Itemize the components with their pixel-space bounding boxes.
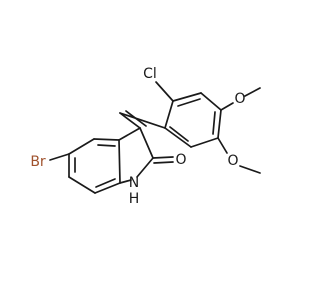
bond [239,165,261,174]
bond [217,137,228,154]
bond [217,109,222,139]
bond [136,157,154,178]
bond [220,102,234,111]
bond [68,176,96,194]
structure-canvas: Br Cl O N H O O [30,66,261,207]
bond [172,92,202,102]
bond-double-inner [97,144,116,147]
bond [93,138,120,141]
bond [119,112,141,129]
carbonyl-oxygen-label: O [175,152,186,168]
methoxy-top [220,87,261,111]
bond [190,137,219,148]
bond-double-inner [169,126,189,142]
bond [200,92,222,111]
methoxy-bottom [217,137,261,174]
exocyclic-alkene [119,110,166,129]
bond [119,112,166,129]
bond [119,179,132,184]
nitrogen-label: N [129,175,139,191]
bond [164,100,174,129]
bond [155,81,174,102]
lactam-ring [118,127,174,184]
bond [118,127,141,141]
nitrogen-hydrogen-label: H [129,191,140,207]
bond [164,127,192,148]
bond-double-inner [95,178,116,188]
bond-double-inner [177,98,201,107]
bond [244,87,261,97]
bond [139,127,154,159]
bond [94,182,121,194]
bond [153,161,174,164]
indole-benzene-ring [68,138,121,194]
methoxy-oxygen-top-label: O [234,91,245,107]
bromine-label: Br [30,154,46,170]
aryl-ring [164,92,222,148]
bond [152,156,174,159]
bond-double-inner [212,111,216,135]
methoxy-oxygen-bottom-label: O [227,153,238,169]
molecule-drawing: Br Cl O N H O O [30,66,261,207]
bond [49,153,70,161]
chlorine-label: Cl [143,66,157,82]
bond [118,139,121,184]
bond [68,138,95,155]
